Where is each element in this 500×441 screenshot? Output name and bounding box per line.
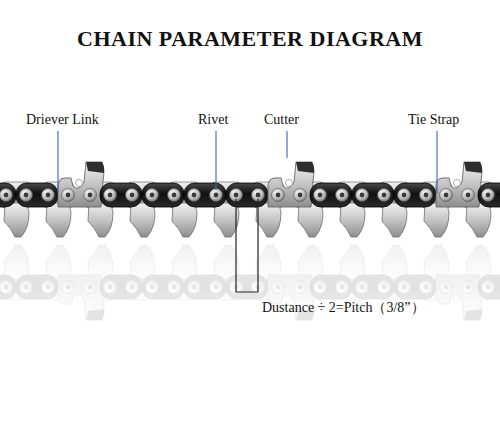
dimension-label: Dustance ÷ 2=Pitch（3/8”） <box>262 299 425 317</box>
part-label: Rivet <box>198 112 228 128</box>
leader-lines <box>58 131 437 194</box>
leader-line <box>286 131 287 158</box>
part-label: Cutter <box>264 112 299 128</box>
dimension-bracket <box>236 199 258 292</box>
leader-line <box>57 131 58 192</box>
leader-line <box>436 131 437 194</box>
diagram-title: CHAIN PARAMETER DIAGRAM <box>0 26 500 52</box>
saw-chain <box>0 162 500 237</box>
dimension-line <box>236 199 258 292</box>
part-label: Tie Strap <box>408 112 459 128</box>
leader-line <box>215 131 216 190</box>
part-label: Driever Link <box>26 112 99 128</box>
chain-reflection <box>0 245 500 320</box>
